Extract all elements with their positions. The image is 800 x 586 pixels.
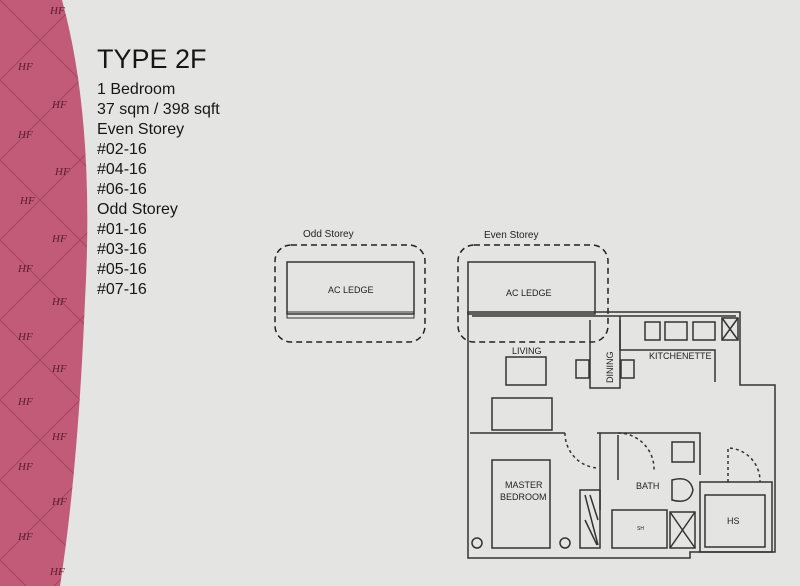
ac-ledge-label: AC LEDGE (506, 288, 552, 298)
svg-text:HF: HF (54, 166, 70, 178)
odd-storey-heading: Odd Storey (97, 201, 178, 218)
room-label-master-2: BEDROOM (500, 492, 547, 502)
unit-info: TYPE 2F 1 Bedroom 37 sqm / 398 sqft Even… (97, 44, 220, 300)
even-option-label: Even Storey (484, 230, 538, 241)
bedroom-count: 1 Bedroom (97, 81, 176, 98)
svg-text:HF: HF (51, 233, 67, 245)
svg-text:HF: HF (49, 566, 65, 578)
room-label-master-1: MASTER (505, 480, 543, 490)
odd-storey-option: Odd Storey AC LEDGE (274, 229, 426, 343)
room-label-sh: SH (637, 526, 644, 532)
svg-text:HF: HF (19, 195, 35, 207)
svg-text:HF: HF (17, 396, 33, 408)
even-storey-option: Even Storey AC LEDGE (457, 230, 609, 343)
svg-text:HF: HF (17, 129, 33, 141)
svg-text:HF: HF (17, 61, 33, 73)
room-label-kitchenette: KITCHENETTE (649, 351, 712, 361)
room-label-living: LIVING (512, 346, 542, 356)
room-label-bath: BATH (636, 481, 659, 491)
svg-text:HF: HF (51, 363, 67, 375)
svg-text:HF: HF (51, 496, 67, 508)
unit-number: #03-16 (97, 241, 147, 258)
unit-number: #06-16 (97, 181, 147, 198)
floor-plan (467, 311, 776, 559)
unit-number: #05-16 (97, 261, 147, 278)
ac-ledge-label: AC LEDGE (328, 285, 374, 295)
unit-number: #07-16 (97, 281, 147, 298)
unit-type-title: TYPE 2F (97, 44, 207, 74)
svg-text:HF: HF (17, 461, 33, 473)
svg-text:HF: HF (17, 531, 33, 543)
odd-option-label: Odd Storey (303, 229, 354, 240)
logo-watermarks: HF HF HF HF HF HF HF HF HF HF HF HF HF HF HF HF HF (17, 5, 70, 578)
unit-area: 37 sqm / 398 sqft (97, 101, 220, 118)
svg-text:HF: HF (51, 296, 67, 308)
svg-text:HF: HF (51, 431, 67, 443)
unit-number: #02-16 (97, 141, 147, 158)
svg-text:HF: HF (17, 331, 33, 343)
even-storey-heading: Even Storey (97, 121, 185, 138)
svg-text:HF: HF (49, 5, 65, 17)
room-label-hs: HS (727, 516, 740, 526)
unit-number: #04-16 (97, 161, 147, 178)
unit-number: #01-16 (97, 221, 147, 238)
svg-text:HF: HF (17, 263, 33, 275)
room-label-dining: DINING (605, 352, 615, 384)
svg-text:HF: HF (51, 99, 67, 111)
